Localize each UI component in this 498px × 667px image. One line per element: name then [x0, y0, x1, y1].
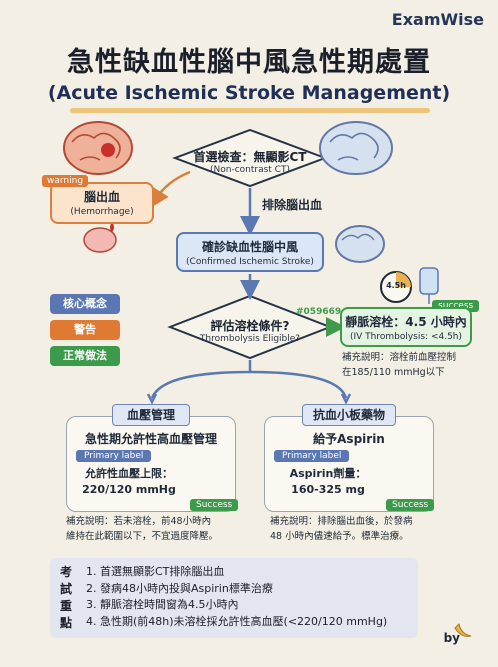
antiplatelet-primary-tag: Primary label [274, 450, 350, 462]
iv-bag-icon [419, 267, 439, 304]
timer-label: 4.5h [386, 281, 406, 290]
legend-core-concept: 核心概念 [50, 294, 120, 314]
brand-logo: ExamWise [391, 10, 484, 29]
eligibility-subtitle: Thrombolysis Eligible? [199, 334, 301, 344]
confirmed-subtitle: (Confirmed Ischemic Stroke) [186, 257, 314, 267]
bp-body-line: 220/120 mmHg [82, 483, 176, 496]
bp-card-header: 血壓管理 [112, 404, 190, 426]
hemorrhage-title: 腦出血 [83, 190, 120, 204]
hemorrhage-box: 腦出血 (Hemorrhage) [50, 182, 154, 224]
confirmed-title: 確診缺血性腦中風 [201, 240, 298, 254]
ivt-note-line: 在185/110 mmHg以下 [342, 367, 445, 378]
ischemic-brain-icon [335, 225, 385, 263]
antiplatelet-success-tag: Success [386, 499, 435, 511]
key-points-heading: 考 試 重 點 [58, 564, 74, 632]
aspirin-body-line: 160-325 mg [291, 483, 365, 496]
bp-primary-tag: Primary label [76, 450, 152, 462]
key-point-item: 4. 急性期(前48h)未溶栓採允許性高血壓(<220/120 mmHg) [86, 614, 388, 628]
antiplatelet-card-header: 抗血小板藥物 [302, 404, 396, 426]
key-point-item: 1. 首選無顯影CT排除腦出血 [86, 565, 225, 578]
ivt-title: 靜脈溶栓：4.5 小時內 [345, 315, 467, 329]
page-subtitle: (Acute Ischemic Stroke Management) [47, 82, 451, 104]
confirmed-ischemic-box: 確診缺血性腦中風 (Confirmed Ischemic Stroke) [176, 232, 324, 272]
key-point-item: 2. 發病48小時內投與Aspirin標準治療 [86, 581, 273, 595]
ivt-subtitle: (IV Thrombolysis: <4.5h) [349, 332, 463, 342]
bp-card-body: 允許性血壓上限： 220/120 mmHg [70, 466, 188, 498]
ct-diamond [172, 128, 328, 188]
antiplatelet-card-title: 給予Aspirin [313, 432, 385, 446]
heading-char: 重 [59, 599, 72, 613]
bp-success-tag: Success [190, 499, 239, 511]
antiplatelet-card [264, 416, 434, 512]
hemorrhage-brain-icon [63, 121, 133, 175]
small-brain-icon [83, 222, 117, 253]
page-title: 急性缺血性腦中風急性期處置 [67, 47, 431, 78]
bp-note: 補充說明：若未溶栓，前48小時內 維持在此範圍以下，不宜過度降壓。 [66, 514, 218, 544]
warning-tag: warning [42, 175, 89, 187]
ivt-note-line: 補充說明：溶栓前血壓控制 [342, 352, 457, 363]
exclude-hemorrhage-label: 排除腦出血 [262, 198, 323, 212]
eligibility-title: 評估溶栓條件? [210, 319, 290, 333]
heading-char: 考 [59, 565, 72, 579]
iv-thrombolysis-box: 靜脈溶栓：4.5 小時內 (IV Thrombolysis: <4.5h) [340, 307, 472, 347]
ct-title: 首選檢查：無顯影CT [193, 150, 307, 164]
legend-normal-practice: 正常做法 [50, 346, 120, 366]
antiplatelet-note-line: 補充說明：排除腦出血後，於發病 [270, 516, 413, 527]
legend-warning: 警告 [50, 320, 120, 340]
title-highlight [70, 108, 430, 113]
key-point-item: 3. 靜脈溶栓時間窗為4.5小時內 [86, 598, 239, 611]
hemorrhage-subtitle: (Hemorrhage) [70, 207, 134, 217]
ivt-note: 補充說明：溶栓前血壓控制 在185/110 mmHg以下 [342, 350, 456, 380]
author-credit: by [443, 631, 460, 645]
antiplatelet-note-line: 48 小時內儘速給予。標準治療。 [270, 531, 409, 542]
color-code-label: #059669 [296, 307, 342, 317]
bp-note-line: 補充說明：若未溶栓，前48小時內 [66, 516, 212, 527]
heading-char: 試 [59, 582, 72, 596]
timer-icon [380, 271, 412, 303]
heading-char: 點 [59, 616, 72, 630]
banana-icon [454, 622, 472, 637]
normal-brain-icon [319, 121, 393, 175]
bp-note-line: 維持在此範圍以下，不宜過度降壓。 [66, 531, 219, 542]
bp-card-title: 急性期允許性高血壓管理 [84, 432, 217, 446]
eligibility-diamond [167, 294, 333, 360]
ct-step: 首選檢查：無顯影CT (Non-contrast CT) [180, 148, 320, 175]
eligibility-step: 評估溶栓條件? Thrombolysis Eligible? [185, 317, 315, 344]
antiplatelet-card-body: Aspirin劑量： 160-325 mg [276, 466, 380, 498]
ct-subtitle: (Non-contrast CT) [210, 165, 290, 175]
exam-key-points: 考 試 重 點 1. 首選無顯影CT排除腦出血 2. 發病48小時內投與Aspi… [50, 558, 418, 638]
bp-management-card [66, 416, 236, 512]
bp-body-line: 允許性血壓上限： [85, 467, 173, 480]
antiplatelet-note: 補充說明：排除腦出血後，於發病 48 小時內儘速給予。標準治療。 [270, 514, 413, 544]
key-points-list: 1. 首選無顯影CT排除腦出血 2. 發病48小時內投與Aspirin標準治療 … [86, 564, 387, 630]
aspirin-body-line: Aspirin劑量： [289, 467, 367, 480]
